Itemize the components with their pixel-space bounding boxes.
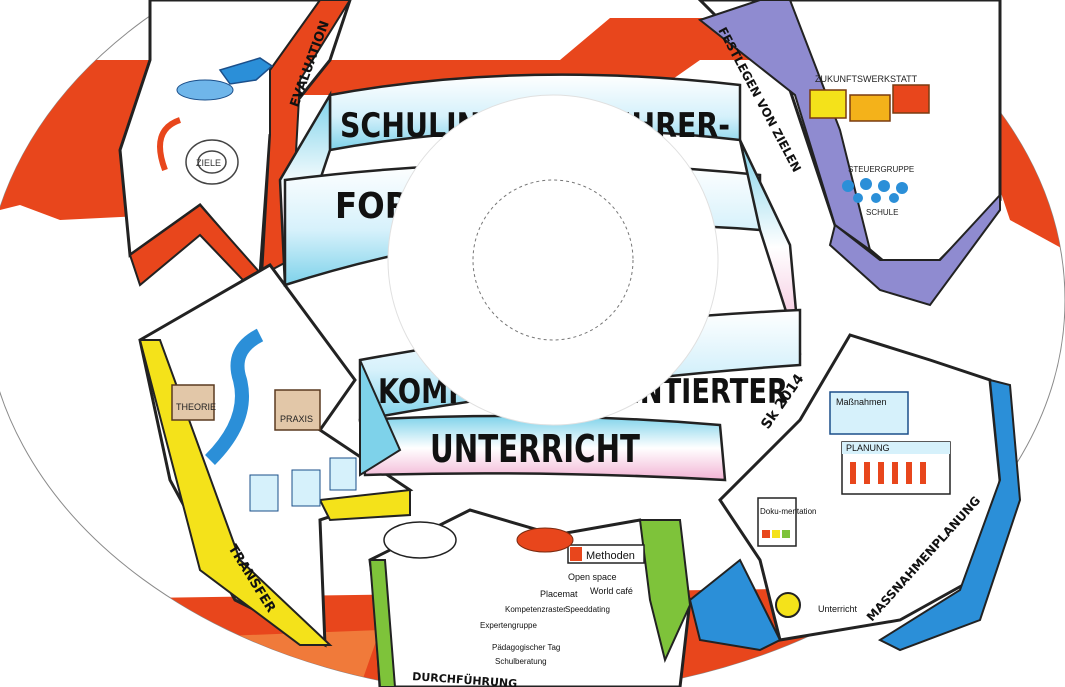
steuergruppe-label: STEUERGRUPPE [848,165,914,174]
house-icon-3 [892,84,930,114]
ribbon-bottom [358,414,727,482]
methoden-marker [570,547,582,561]
segment-massnahmen-arrow [688,558,782,652]
cloud-icon [516,527,574,553]
methoden-label: Methoden [586,550,635,562]
segment-transfer-arrow [318,488,411,522]
werkstatt-label: ZUKUNFTSWERKSTATT [815,74,918,84]
theorie-block [171,384,215,421]
praxis-label: PRAXIS [280,414,313,424]
doc-icon-2 [291,469,321,507]
speeddating-label: Speeddating [565,605,610,614]
doc-icon-1 [249,474,279,512]
segment-ziele-band [697,0,872,253]
praxis-block [274,389,321,431]
segment-durchfuehrung-band-right [638,519,692,664]
paed-tag-label: Pädagogischer Tag [492,643,560,652]
disc-hub [472,179,634,341]
orange-splash-bottom [120,630,380,687]
unterricht-label: Unterricht [818,604,858,614]
world-cafe-label: World café [590,586,633,596]
schulberatung-label: Schulberatung [495,657,547,666]
banner-line-4: UNTERRICHT [430,427,640,471]
segment-durchfuehrung-band-left [368,559,397,687]
dokumentation-book [757,497,797,547]
planung-label: PLANUNG [846,443,890,453]
blue-note-icon [176,79,234,101]
people-group-icon [842,178,908,203]
expertengruppe-label: Expertengruppe [480,621,537,630]
river-icon [204,328,264,465]
placemat-label: Placemat [540,589,578,599]
speech-bubble-icon [383,521,457,559]
ziele-label: ZIELE [196,158,221,168]
target-icon [185,139,239,185]
massnahmen-card-label: Maßnahmen [836,397,887,407]
theorie-label: THEORIE [176,402,216,412]
planung-bars [850,462,926,484]
target-inner-ring [197,150,227,174]
segment-massnahmen-band [877,378,1022,652]
segment-ziele-arrow [828,192,1001,307]
wrench-icon [218,57,274,85]
traffic-light-icon [762,530,790,538]
cycle-arrow-icon [157,117,182,172]
house-icon-2 [849,94,891,122]
planung-chart-header [842,442,950,454]
house-icon-1 [809,89,847,119]
dokumentation-label: Doku-mentation [760,507,816,516]
kompetenzraster-label: Kompetenzraster [505,605,566,614]
schule-label: SCHULE [866,208,898,217]
doc-icon-3 [329,457,357,491]
magnifier-icon [775,592,801,618]
open-space-label: Open space [568,572,617,582]
methoden-box [567,544,645,564]
ribbon-fold-bottom [359,359,402,477]
massnahmen-card [829,391,909,435]
